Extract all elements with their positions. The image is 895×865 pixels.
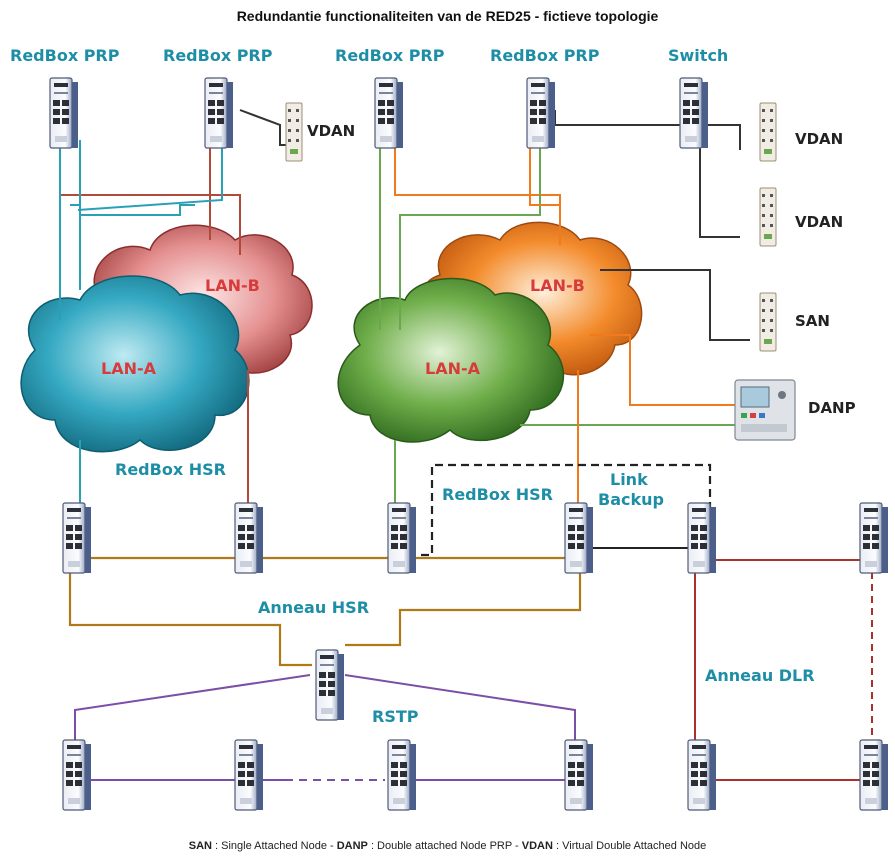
vdan-module-2 (759, 102, 777, 162)
hsr-device-3 (387, 502, 417, 574)
label-redbox-prp-2: RedBox PRP (163, 46, 273, 65)
label-lan-b-right: LAN-B (530, 276, 585, 295)
redbox-prp-device-1 (49, 77, 79, 149)
hsr-device-4 (564, 502, 594, 574)
vdan-module-1 (285, 102, 303, 162)
dlr-device-2 (859, 502, 889, 574)
vdan-module-3 (759, 187, 777, 247)
dlr-device-1 (687, 502, 717, 574)
lan-a-cloud-right (337, 277, 565, 443)
ring-center-device (315, 649, 345, 721)
label-danp: DANP (808, 399, 856, 417)
legend-footer: SAN : Single Attached Node - DANP : Doub… (0, 840, 895, 852)
label-vdan-2: VDAN (795, 130, 844, 148)
legend-danp-desc: : Double attached Node PRP - (367, 840, 522, 852)
label-redbox-prp-4: RedBox PRP (490, 46, 600, 65)
label-lan-a-left: LAN-A (101, 359, 156, 378)
label-anneau-hsr: Anneau HSR (258, 598, 370, 617)
rstp-device-3 (387, 739, 417, 811)
label-redbox-prp-1: RedBox PRP (10, 46, 120, 65)
danp-device (734, 379, 796, 441)
label-vdan-1: VDAN (307, 122, 356, 140)
label-redbox-prp-3: RedBox PRP (335, 46, 445, 65)
san-module (759, 292, 777, 352)
dlr-device-3 (687, 739, 717, 811)
redbox-prp-device-2 (204, 77, 234, 149)
dlr-device-4 (859, 739, 889, 811)
label-backup: Backup (598, 490, 664, 509)
legend-san-term: SAN (188, 840, 212, 852)
hsr-device-2 (234, 502, 264, 574)
redbox-prp-device-3 (374, 77, 404, 149)
hsr-ring (68, 556, 582, 667)
rstp-device-4 (564, 739, 594, 811)
label-lan-a-right: LAN-A (425, 359, 480, 378)
label-rstp: RSTP (372, 707, 419, 726)
label-anneau-dlr: Anneau DLR (705, 666, 815, 685)
rstp-device-2 (234, 739, 264, 811)
legend-vdan-term: VDAN (521, 840, 553, 852)
switch-device (679, 77, 709, 149)
label-redbox-hsr-1: RedBox HSR (115, 460, 226, 479)
rstp-device-1 (62, 739, 92, 811)
redbox-prp-device-4 (526, 77, 556, 149)
label-link: Link (610, 470, 648, 489)
label-san: SAN (795, 312, 830, 330)
label-switch: Switch (668, 46, 729, 65)
diagram-title: Redundantie functionaliteiten van de RED… (236, 8, 659, 24)
legend-danp-term: DANP (336, 840, 368, 852)
label-vdan-3: VDAN (795, 213, 844, 231)
label-redbox-hsr-2: RedBox HSR (442, 485, 553, 504)
hsr-device-1 (62, 502, 92, 574)
legend-san-desc: : Single Attached Node - (211, 840, 337, 852)
link-backup (408, 463, 712, 557)
label-lan-b-left: LAN-B (205, 276, 260, 295)
legend-vdan-desc: : Virtual Double Attached Node (552, 840, 707, 852)
